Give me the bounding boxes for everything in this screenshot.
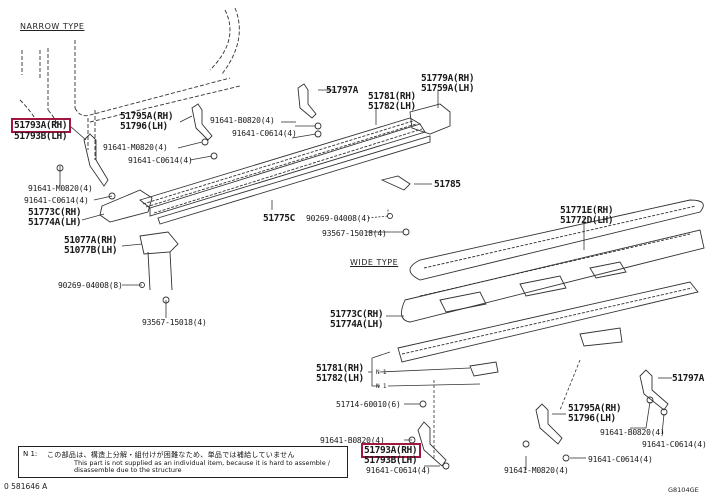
narrow-leaders bbox=[59, 89, 439, 318]
wide-leaders bbox=[368, 218, 672, 470]
wide-part-label-51773c[interactable]: 51773C(RH) bbox=[330, 309, 384, 320]
part-label-51773c[interactable]: 51773C(RH) bbox=[28, 207, 82, 218]
highlight-box-narrow bbox=[11, 118, 71, 133]
note-marker-n1-b: N 1 bbox=[376, 383, 387, 390]
wide-part-label-51782[interactable]: 51782(LH) bbox=[316, 373, 364, 384]
note-marker: N 1: bbox=[23, 450, 38, 458]
part-label-51796[interactable]: 51796(LH) bbox=[120, 121, 168, 132]
part-label-51077b[interactable]: 51077B(LH) bbox=[64, 245, 118, 256]
part-label-51793b[interactable]: 51793B(LH) bbox=[14, 131, 68, 142]
part-label-91641-c0614[interactable]: 91641-C0614(4) bbox=[128, 156, 193, 165]
wide-part-label-91641-b0820-right[interactable]: 91641-B0820(4) bbox=[600, 428, 665, 437]
wide-part-label-51793b[interactable]: 51793B(LH) bbox=[364, 455, 418, 466]
part-label-51759a[interactable]: 51759A(LH) bbox=[421, 83, 475, 94]
note-marker-n1-a: N 1 bbox=[376, 369, 387, 376]
part-label-51797a[interactable]: 51797A bbox=[326, 85, 358, 96]
note-text-japanese: この部品は、構造上分解・組付けが困難なため、単品では補給していません bbox=[47, 451, 295, 459]
wide-part-label-51797a[interactable]: 51797A bbox=[672, 373, 704, 384]
narrow-rear-end-cap bbox=[409, 103, 451, 135]
part-label-51781[interactable]: 51781(RH) bbox=[368, 91, 416, 102]
bracket-51785 bbox=[380, 175, 411, 191]
part-label-91641-m0820[interactable]: 91641-M0820(4) bbox=[103, 143, 168, 152]
narrow-running-board bbox=[139, 117, 431, 225]
footer-ref-left: 0 581646 A bbox=[4, 482, 48, 491]
narrow-fasteners bbox=[56, 122, 410, 304]
wide-part-label-51781[interactable]: 51781(RH) bbox=[316, 363, 364, 374]
wide-part-label-51774a[interactable]: 51774A(LH) bbox=[330, 319, 384, 330]
part-label-51795a[interactable]: 51795A(RH) bbox=[120, 111, 174, 122]
part-label-51775c[interactable]: 51775C bbox=[263, 213, 295, 224]
part-label-91641-c0614-b[interactable]: 91641-C0614(4) bbox=[232, 129, 297, 138]
note-text-english: This part is not supplied as an individu… bbox=[74, 459, 330, 474]
bracket-51795-wide bbox=[535, 403, 563, 445]
narrow-front-end-cap bbox=[99, 189, 153, 223]
part-label-91641-c0614-c[interactable]: 91641-C0614(4) bbox=[24, 196, 89, 205]
note-box: N 1: この部品は、構造上分解・組付けが困難なため、単品では補給していません … bbox=[18, 446, 348, 478]
part-label-91641-m0820-b[interactable]: 91641-M0820(4) bbox=[28, 184, 93, 193]
part-label-51782[interactable]: 51782(LH) bbox=[368, 101, 416, 112]
wide-part-label-51796[interactable]: 51796(LH) bbox=[568, 413, 616, 424]
footer-ref-right: G8104GE bbox=[668, 486, 699, 494]
wide-part-label-51793a[interactable]: 51793A(RH) bbox=[364, 445, 418, 456]
car-body-outline bbox=[19, 7, 241, 160]
wide-part-label-51714-60010[interactable]: 51714-60010(6) bbox=[336, 400, 401, 409]
part-label-93567-15018-a[interactable]: 93567-15018(4) bbox=[322, 229, 387, 238]
wide-part-label-91641-c0614[interactable]: 91641-C0614(4) bbox=[366, 466, 431, 475]
wide-part-label-91641-b0820[interactable]: 91641-B0820(4) bbox=[320, 436, 385, 445]
bracket-51797 bbox=[297, 83, 317, 119]
part-label-51779a[interactable]: 51779A(RH) bbox=[421, 73, 475, 84]
part-label-93567-15018-b[interactable]: 93567-15018(4) bbox=[142, 318, 207, 327]
bracket-51793 bbox=[83, 133, 109, 187]
wide-part-label-51771e[interactable]: 51771E(RH) bbox=[560, 205, 614, 216]
bracket-51795 bbox=[191, 103, 213, 141]
wide-type-title: WIDE TYPE bbox=[350, 258, 399, 267]
wide-part-label-51795a[interactable]: 51795A(RH) bbox=[568, 403, 622, 414]
part-label-51785[interactable]: 51785 bbox=[434, 179, 461, 190]
bracket-51077 bbox=[139, 231, 179, 291]
part-label-51774a[interactable]: 51774A(LH) bbox=[28, 217, 82, 228]
part-label-90269-04008-8[interactable]: 90269-04008(8) bbox=[58, 281, 123, 290]
wide-part-label-91641-c0614-mid[interactable]: 91641-C0614(4) bbox=[588, 455, 653, 464]
wide-fasteners bbox=[408, 396, 668, 470]
part-label-51793a[interactable]: 51793A(RH) bbox=[14, 120, 68, 131]
wide-part-label-91641-c0614-right[interactable]: 91641-C0614(4) bbox=[642, 440, 707, 449]
wide-running-board bbox=[397, 199, 705, 377]
highlight-box-wide bbox=[361, 443, 421, 458]
bracket-51793-wide bbox=[417, 421, 447, 467]
bracket-51797-wide bbox=[639, 369, 669, 411]
part-label-90269-04008-4[interactable]: 90269-04008(4) bbox=[306, 214, 371, 223]
narrow-type-title: NARROW TYPE bbox=[20, 22, 85, 31]
part-label-51077a[interactable]: 51077A(RH) bbox=[64, 235, 118, 246]
wide-part-label-91641-m0820[interactable]: 91641-M0820(4) bbox=[504, 466, 569, 475]
wide-part-label-51772d[interactable]: 51772D(LH) bbox=[560, 215, 614, 226]
part-label-91641-b0820[interactable]: 91641-B0820(4) bbox=[210, 116, 275, 125]
